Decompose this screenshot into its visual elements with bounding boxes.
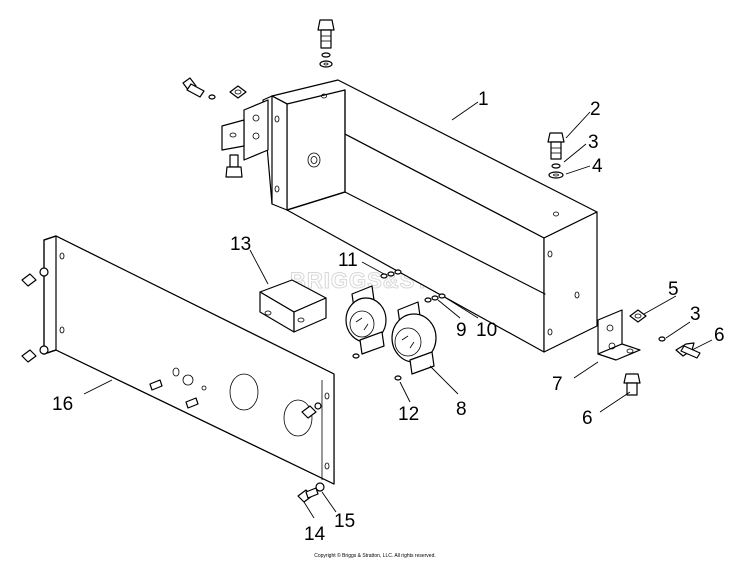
callout-15: 15 — [334, 511, 355, 532]
callout-14: 14 — [304, 524, 326, 545]
callout-10: 10 — [476, 320, 497, 341]
callout-3-right: 3 — [690, 304, 701, 325]
callout-1: 1 — [478, 89, 489, 110]
part-8-receptacle-right — [391, 301, 437, 375]
top-bolt — [317, 19, 335, 68]
callout-3: 3 — [588, 132, 599, 153]
callout-9: 9 — [456, 320, 467, 341]
callout-labels: 1 2 3 4 13 11 9 10 12 8 5 3 6 7 6 16 14 … — [52, 89, 725, 545]
callout-6-lower: 6 — [582, 408, 593, 429]
callout-7: 7 — [552, 374, 563, 395]
copyright-notice: Copyright © Briggs & Stratton, LLC. All … — [314, 553, 436, 559]
part-13-breaker — [259, 279, 327, 333]
callout-5: 5 — [668, 279, 679, 300]
part-1-control-box — [262, 79, 598, 353]
part-8-receptacle-left — [345, 285, 387, 359]
panel-screws-left — [21, 267, 49, 363]
part-14-screw — [297, 487, 319, 503]
callout-12: 12 — [398, 404, 419, 425]
part-11-washers — [380, 269, 402, 279]
part-7-bracket — [597, 309, 641, 361]
part-15-washer — [315, 482, 325, 492]
part-6-bolt-right — [675, 342, 701, 359]
part-4-flat-washer — [548, 171, 564, 179]
part-2-bolt — [547, 132, 565, 160]
part-9-10-washers — [424, 293, 446, 303]
part-12-washer — [394, 375, 402, 381]
part-3-washer-right — [658, 336, 666, 342]
part-16-front-panel — [43, 235, 335, 485]
callout-4: 4 — [592, 156, 603, 177]
callout-11: 11 — [338, 250, 358, 271]
part-5-nut — [629, 309, 647, 323]
callout-2: 2 — [590, 99, 601, 120]
part-6-bolt-lower — [623, 373, 641, 396]
callout-16: 16 — [52, 394, 73, 415]
callout-6-right: 6 — [714, 325, 725, 346]
panel-inner-screws — [149, 379, 322, 419]
callout-13: 13 — [230, 234, 251, 255]
leader-lines — [83, 101, 713, 519]
callout-8: 8 — [456, 399, 467, 420]
part-3-lock-washer — [551, 163, 561, 169]
left-bracket-assembly — [182, 77, 269, 178]
